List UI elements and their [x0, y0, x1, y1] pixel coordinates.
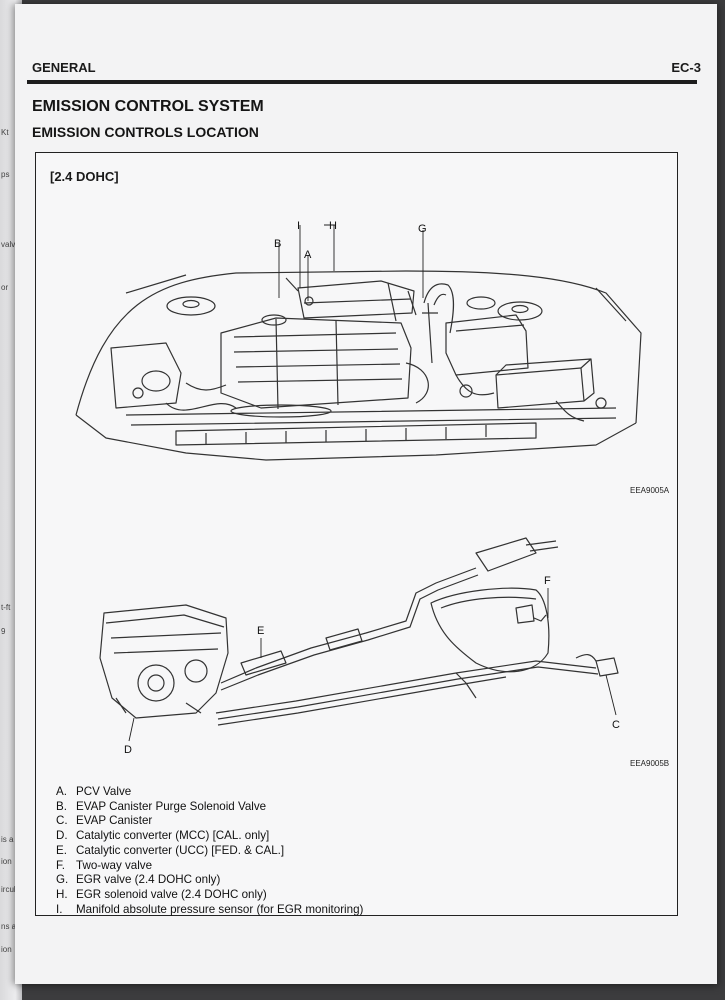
section-header: GENERAL [32, 60, 96, 75]
callout-d: D [124, 744, 132, 756]
emission-diagram: B I A H G [75, 220, 642, 756]
previous-page-text: valve [1, 240, 20, 249]
previous-page-text: ns a [1, 922, 17, 931]
page-subtitle: EMISSION CONTROLS LOCATION [32, 124, 259, 140]
previous-page-text: Kt [1, 128, 9, 137]
callout-leaders-top [278, 224, 424, 301]
previous-page-text: ion [1, 857, 12, 866]
page-number: EC-3 [671, 60, 701, 75]
engine-variant-label: [2.4 DOHC] [50, 169, 119, 184]
previous-page-text: irculat [1, 885, 23, 894]
legend-item: B.EVAP Canister Purge Solenoid Valve [56, 799, 267, 813]
callout-f: F [544, 575, 551, 587]
callout-c: C [612, 719, 620, 731]
legend-item: D.Catalytic converter (MCC) [CAL. only] [56, 829, 270, 843]
callout-b: B [274, 238, 281, 250]
previous-page-text: ps [1, 170, 10, 179]
exhaust-system-drawing [99, 537, 619, 726]
page-title: EMISSION CONTROL SYSTEM [32, 98, 264, 115]
callout-a: A [304, 249, 312, 261]
callout-i: I [297, 220, 300, 232]
callout-leaders-bottom [128, 588, 617, 742]
callout-e: E [257, 625, 264, 637]
callout-g: G [418, 223, 427, 235]
legend-item: A.PCV Valve [56, 785, 132, 798]
engine-bay-drawing [75, 270, 642, 461]
legend-list: A.PCV Valve B.EVAP Canister Purge Soleno… [56, 785, 363, 917]
previous-page-text: is a [1, 835, 14, 844]
previous-page-text: 9 [1, 627, 6, 636]
previous-page-text: ion [1, 945, 12, 954]
legend-item: E.Catalytic converter (UCC) [FED. & CAL.… [56, 843, 285, 857]
legend-item: I.Manifold absolute pressure sensor (for… [56, 902, 364, 916]
legend-item: F.Two-way valve [56, 858, 153, 872]
header-rule [27, 80, 697, 84]
figure-box: [2.4 DOHC] [35, 152, 678, 916]
legend-item: G.EGR valve (2.4 DOHC only) [56, 873, 221, 887]
figure-code-top: EEA9005A [630, 486, 670, 495]
manual-page: GENERAL EC-3 EMISSION CONTROL SYSTEM EMI… [15, 4, 717, 984]
legend-item: H.EGR solenoid valve (2.4 DOHC only) [56, 887, 267, 901]
callout-h: H [329, 220, 337, 232]
legend-item: C.EVAP Canister [56, 814, 153, 828]
figure-code-bottom: EEA9005B [630, 759, 670, 768]
previous-page-text: t-ft [1, 603, 11, 612]
previous-page-text: or [1, 283, 9, 292]
